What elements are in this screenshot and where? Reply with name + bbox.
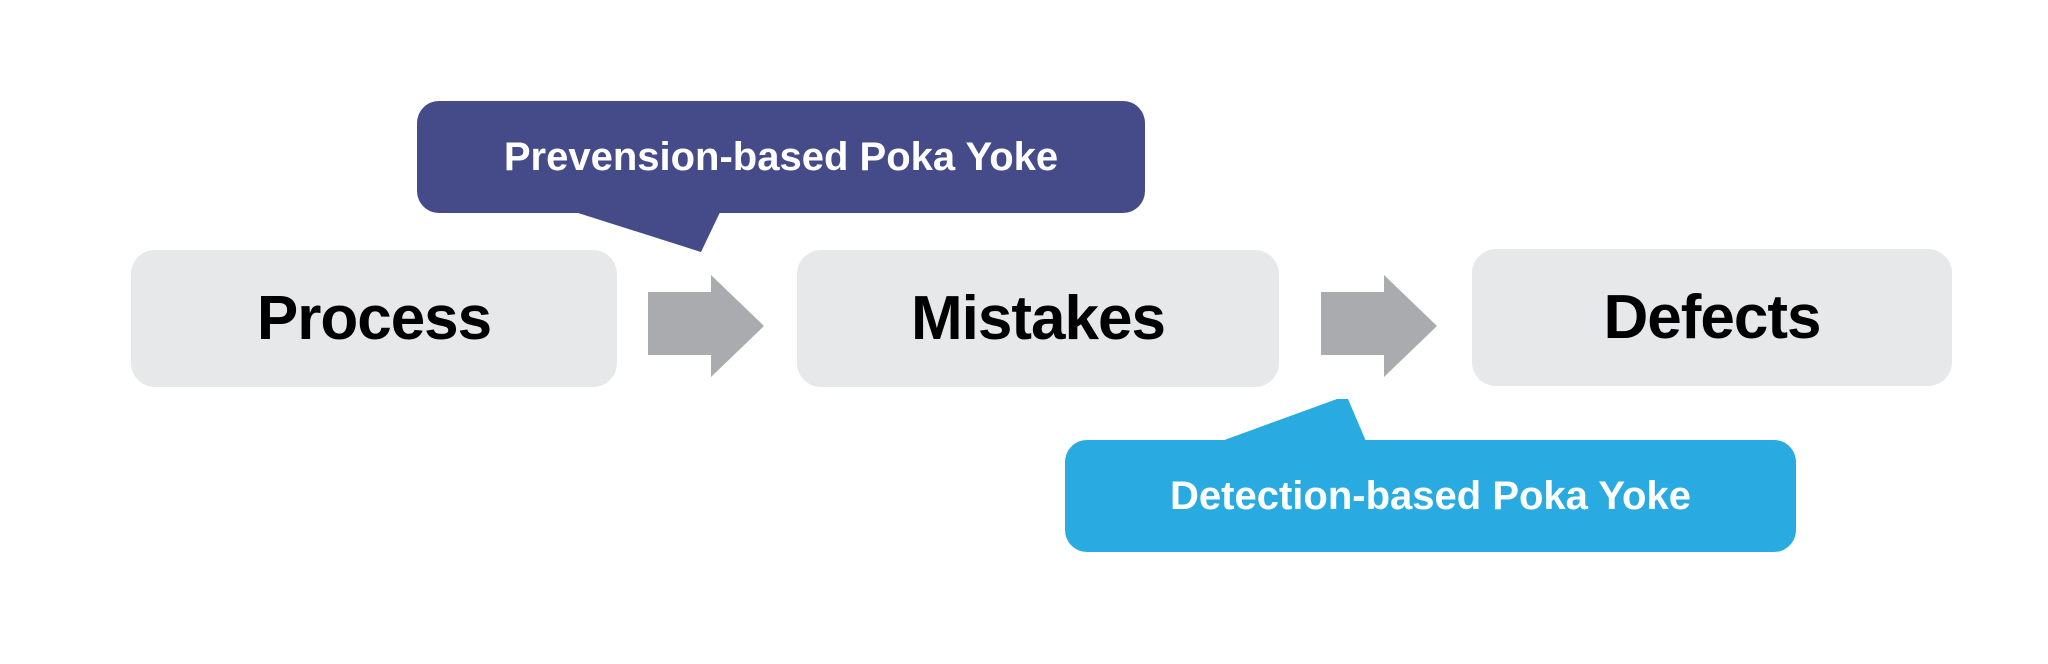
detection-callout-label: Detection-based Poka Yoke — [1170, 473, 1691, 518]
prevention-callout: Prevension-based Poka Yoke — [417, 101, 1145, 213]
arrow-mistakes-to-defects-icon — [1321, 275, 1437, 377]
prevention-callout-label: Prevension-based Poka Yoke — [503, 134, 1059, 179]
detection-callout: Detection-based Poka Yoke — [1065, 440, 1796, 552]
flow-box-mistakes: Mistakes — [797, 250, 1279, 387]
arrow-process-to-mistakes-icon — [648, 275, 764, 377]
defects-label: Defects — [1603, 283, 1822, 352]
mistakes-label: Mistakes — [911, 284, 1166, 353]
flow-box-process: Process — [131, 250, 617, 387]
flow-box-defects: Defects — [1472, 249, 1952, 386]
detection-callout-tail — [1208, 399, 1368, 446]
process-label: Process — [256, 284, 492, 353]
